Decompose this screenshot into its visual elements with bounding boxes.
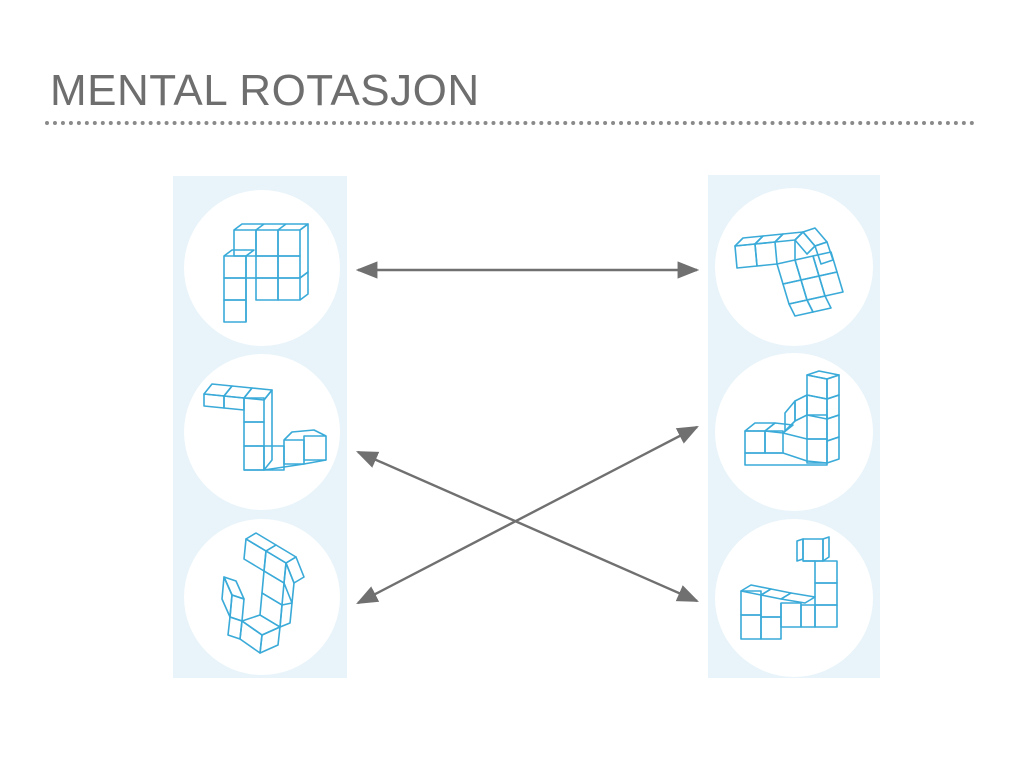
cube-figure-right-1 xyxy=(734,227,844,317)
left-shape-circle-1[interactable] xyxy=(184,190,340,346)
cube-figure-left-3 xyxy=(221,532,305,654)
cube-figure-left-1 xyxy=(223,223,309,323)
page-title: MENTAL ROTASJON xyxy=(50,66,480,115)
right-shape-circle-3[interactable] xyxy=(715,519,873,677)
title-divider xyxy=(45,121,975,125)
cube-figure-left-2 xyxy=(203,383,327,471)
left-shape-circle-2[interactable] xyxy=(184,354,340,510)
right-shape-circle-1[interactable] xyxy=(715,188,873,346)
left-shapes-panel xyxy=(173,176,347,678)
right-shape-circle-2[interactable] xyxy=(715,353,873,511)
right-shapes-panel xyxy=(708,175,880,678)
cube-figure-right-2 xyxy=(744,370,840,466)
arrow-left2-right3 xyxy=(356,450,699,603)
cube-figure-right-3 xyxy=(740,536,838,640)
arrow-left3-right2 xyxy=(356,425,699,605)
left-shape-circle-3[interactable] xyxy=(184,519,340,675)
